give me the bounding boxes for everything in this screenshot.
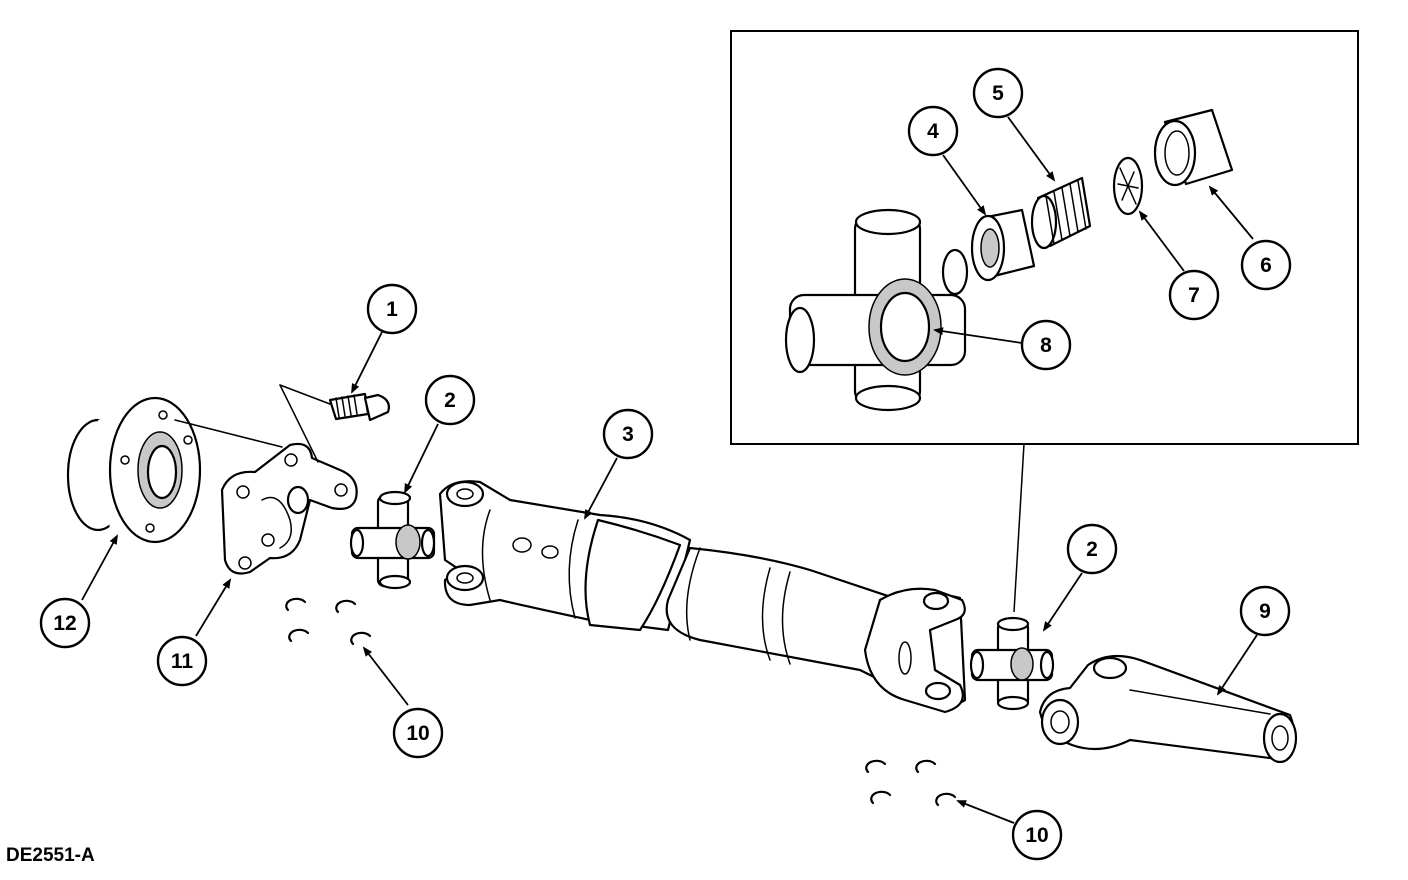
retaining-clips-right (865, 759, 957, 807)
callout-number: 12 (53, 612, 76, 635)
callout-c5: 5 (972, 67, 1024, 119)
callout-c8: 8 (1020, 319, 1072, 371)
leader-7 (1138, 210, 1185, 272)
leader-5 (1007, 116, 1056, 182)
callout-circle (1020, 319, 1072, 371)
leader-9 (1216, 634, 1258, 696)
retaining-clips-left (285, 597, 372, 646)
callout-c2b: 2 (1066, 523, 1118, 575)
callout-number: 3 (622, 423, 634, 446)
leader-11 (195, 578, 232, 637)
callout-circle (366, 283, 418, 335)
flange-yoke (220, 442, 358, 575)
inset-seal (970, 208, 1036, 282)
leader-8 (933, 327, 1023, 344)
callout-c1: 1 (366, 283, 418, 335)
driveshaft-tube-rear (665, 546, 967, 714)
inset-thrust-washer (1112, 156, 1144, 216)
inset-needle-bearing (1030, 176, 1092, 250)
leader-12 (81, 534, 118, 601)
callout-number: 8 (1040, 334, 1052, 357)
callout-number: 10 (1025, 824, 1048, 847)
leader-6 (1208, 185, 1254, 240)
callout-circle (972, 67, 1024, 119)
driveshaft-tube (438, 480, 692, 632)
callout-circle (1011, 809, 1063, 861)
callout-circle (602, 408, 654, 460)
leader-3 (584, 457, 618, 520)
callout-number: 4 (927, 120, 939, 143)
universal-joint-spider-right (969, 616, 1055, 711)
callout-circle (156, 635, 208, 687)
callout-number: 2 (444, 389, 456, 412)
callout-c9: 9 (1239, 585, 1291, 637)
universal-joint-spider-left (349, 490, 436, 590)
callout-number: 2 (1086, 538, 1098, 561)
callout-c7: 7 (1168, 269, 1220, 321)
leader-4 (942, 154, 987, 216)
callout-circle (1240, 239, 1292, 291)
callout-number: 5 (992, 82, 1004, 105)
callout-c2a: 2 (424, 374, 476, 426)
callout-c12: 12 (39, 597, 91, 649)
flange-bolt (279, 384, 390, 463)
callout-circle (907, 105, 959, 157)
callout-number: 6 (1260, 254, 1272, 277)
callout-c4: 4 (907, 105, 959, 157)
inset-bearing-cup (1153, 108, 1234, 187)
callout-circle (424, 374, 476, 426)
inset-detail-box (730, 30, 1359, 445)
companion-flange (66, 396, 283, 544)
callout-c11: 11 (156, 635, 208, 687)
callout-number: 10 (406, 722, 429, 745)
callout-c10a: 10 (392, 707, 444, 759)
leader-10a (362, 646, 409, 706)
inset-spider (784, 208, 969, 412)
callout-c10b: 10 (1011, 809, 1063, 861)
callout-circle (1168, 269, 1220, 321)
figure-id-label: DE2551-A (6, 845, 95, 866)
callout-circle (39, 597, 91, 649)
callout-number: 7 (1188, 284, 1200, 307)
callout-circle (392, 707, 444, 759)
leader-2b (1042, 572, 1083, 632)
callout-circle (1066, 523, 1118, 575)
inset-connector-line (1013, 443, 1025, 613)
callout-number: 9 (1259, 600, 1271, 623)
callout-c3: 3 (602, 408, 654, 460)
slip-yoke (1038, 654, 1298, 764)
leader-10b (956, 800, 1015, 824)
callout-number: 1 (386, 298, 398, 321)
callout-c6: 6 (1240, 239, 1292, 291)
callout-number: 11 (171, 650, 194, 673)
leader-1 (351, 331, 383, 394)
leader-2a (404, 423, 439, 494)
callout-circle (1239, 585, 1291, 637)
